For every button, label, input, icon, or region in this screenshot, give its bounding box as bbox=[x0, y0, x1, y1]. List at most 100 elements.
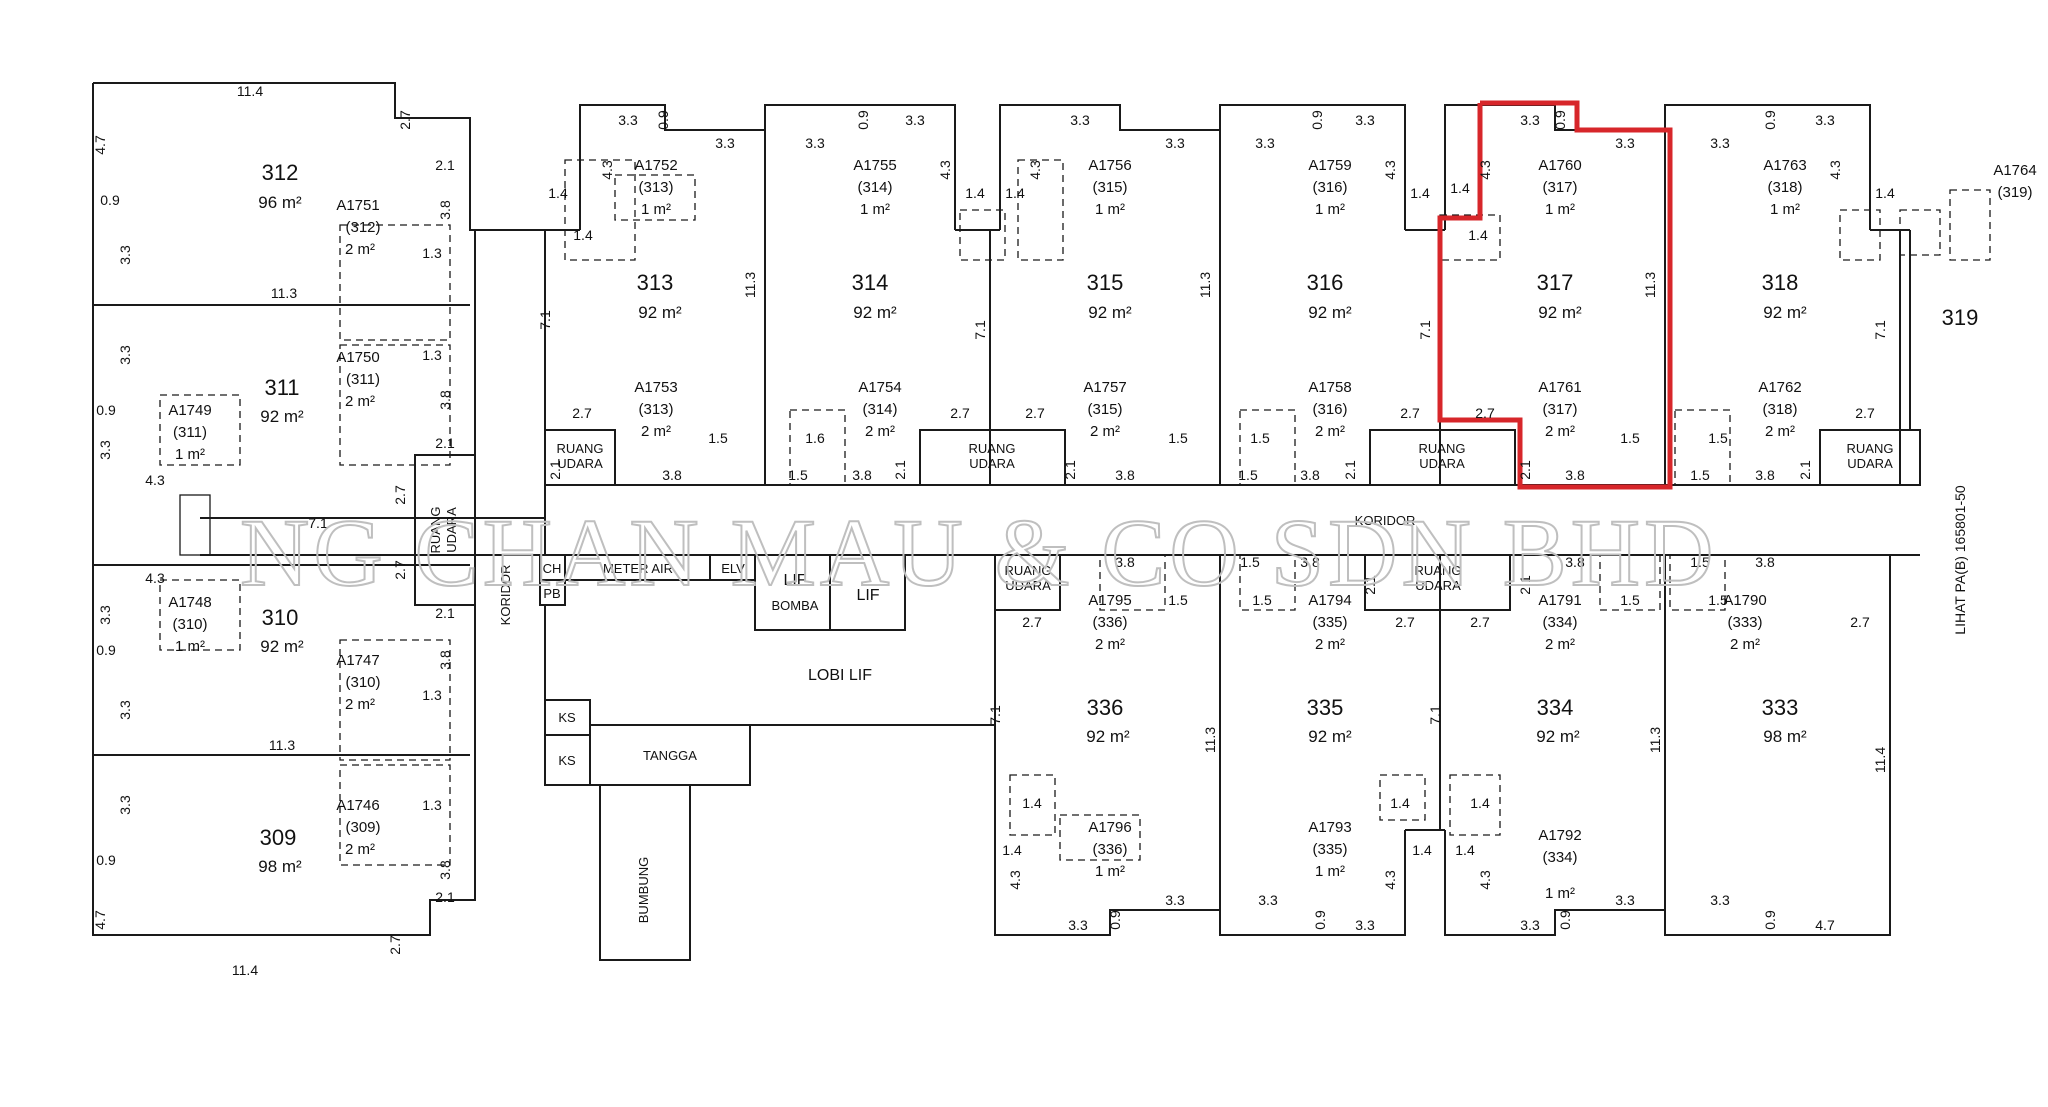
dimension-label: 3.3 bbox=[1615, 892, 1635, 908]
dimension-label: 3.3 bbox=[1710, 135, 1730, 151]
unit-313[interactable]: 313 92 m² A1752 (313) 1 m² A1753 (313) 2… bbox=[634, 157, 682, 440]
dimension-label: 4.3 bbox=[145, 472, 165, 488]
dimension-label: 1.4 bbox=[1410, 185, 1430, 201]
bomba-label: BOMBA bbox=[772, 598, 819, 613]
dimension-label: 4.3 bbox=[599, 160, 615, 180]
accessory2-number: A1754 bbox=[858, 379, 901, 396]
dimension-label: 7.1 bbox=[537, 310, 553, 330]
dimension-label: 3.8 bbox=[1755, 554, 1775, 570]
dimension-label: 0.9 bbox=[96, 402, 116, 418]
dimension-label: 2.7 bbox=[1022, 614, 1042, 630]
dimension-label: 3.8 bbox=[437, 650, 453, 670]
unit-number: 315 bbox=[1087, 270, 1124, 295]
dimension-label: 2.7 bbox=[1475, 405, 1495, 421]
dimension-label: 3.3 bbox=[618, 112, 638, 128]
accessory2-area: 1 m² bbox=[1315, 863, 1345, 880]
dimension-label: 4.3 bbox=[1027, 160, 1043, 180]
dimension-label: 3.8 bbox=[1115, 554, 1135, 570]
accessory-ref: (317) bbox=[1542, 179, 1577, 196]
lif-label: LIF bbox=[783, 572, 806, 589]
accessory-ref: (318) bbox=[1767, 179, 1802, 196]
dimension-label: RUANG bbox=[1847, 441, 1894, 456]
unit-334[interactable]: 334 92 m² A1791 (334) 2 m² A1792 (334) 1… bbox=[1536, 592, 1581, 902]
dimension-label: 0.9 bbox=[1557, 910, 1573, 930]
unit-number: 311 bbox=[264, 375, 299, 400]
dimension-label: 7.1 bbox=[1427, 705, 1443, 725]
accessory2-ref: (318) bbox=[1762, 401, 1797, 418]
dimension-label: 11.3 bbox=[271, 285, 297, 301]
dimension-label: 3.3 bbox=[715, 135, 735, 151]
accessory-number: A1760 bbox=[1538, 157, 1581, 174]
unit-315[interactable]: 315 92 m² A1756 (315) 1 m² A1757 (315) 2… bbox=[1083, 157, 1132, 440]
unit-309[interactable]: 309 98 m² A1746 (309) 2 m² bbox=[258, 797, 380, 876]
accessory-number: A1746 bbox=[336, 797, 379, 814]
accessory2-area: 2 m² bbox=[1545, 423, 1575, 440]
dimension-label: 3.8 bbox=[1565, 554, 1585, 570]
dimension-label: 1.3 bbox=[422, 245, 442, 261]
accessory2-number: A1762 bbox=[1758, 379, 1801, 396]
north-dimensions: 3.3 3.3 3.3 3.3 3.3 3.3 3.3 3.3 3.3 3.3 … bbox=[537, 110, 1895, 483]
dimension-label: 1.3 bbox=[422, 797, 442, 813]
dimension-label: 2.7 bbox=[1025, 405, 1045, 421]
accessory2-ref: (315) bbox=[1087, 401, 1122, 418]
unit-336[interactable]: 336 92 m² A1795 (336) 2 m² A1796 (336) 1… bbox=[1086, 592, 1131, 880]
watermark: NG CHAN MAU & CO SDN BHD bbox=[240, 499, 1717, 606]
dimension-label: 0.9 bbox=[1552, 110, 1568, 130]
dimension-label: 2.1 bbox=[547, 460, 563, 480]
unit-310[interactable]: 310 92 m² A1747 (310) 2 m² A1748 (310) 1… bbox=[168, 594, 380, 713]
accessory-ref: (335) bbox=[1312, 614, 1347, 631]
dimension-label: 1.5 bbox=[1238, 467, 1258, 483]
dimension-label: 3.3 bbox=[1520, 917, 1540, 933]
unit-319[interactable]: 319 A1764 (319) bbox=[1942, 162, 2037, 330]
unit-316[interactable]: 316 92 m² A1759 (316) 1 m² A1758 (316) 2… bbox=[1307, 157, 1352, 440]
unit-335[interactable]: 335 92 m² A1794 (335) 2 m² A1793 (335) 1… bbox=[1307, 592, 1352, 880]
accessory-area: 2 m² bbox=[1095, 636, 1125, 653]
dimension-label: 1.5 bbox=[1708, 592, 1728, 608]
dimension-label: 4.3 bbox=[1007, 870, 1023, 890]
accessory2-ref: (335) bbox=[1312, 841, 1347, 858]
dimension-label: 11.3 bbox=[1647, 727, 1663, 753]
accessory2-ref: (310) bbox=[172, 616, 207, 633]
accessory2-number: A1758 bbox=[1308, 379, 1351, 396]
accessory2-number: A1792 bbox=[1538, 827, 1581, 844]
dimension-label: 4.7 bbox=[92, 910, 108, 930]
west-wing bbox=[92, 82, 545, 936]
dimension-label: 11.3 bbox=[1202, 727, 1218, 753]
unit-317[interactable]: 317 92 m² A1760 (317) 1 m² A1761 (317) 2… bbox=[1537, 157, 1582, 440]
dimension-label: 1.5 bbox=[1250, 430, 1270, 446]
accessory-ref: (311) bbox=[346, 371, 380, 388]
dimension-label: 3.3 bbox=[117, 245, 133, 265]
ch-label: CH bbox=[543, 561, 562, 576]
unit-312[interactable]: 312 96 m² A1751 (312) 2 m² bbox=[258, 160, 380, 258]
unit-311[interactable]: 311 92 m² A1750 (311) 2 m² A1749 (311) 1… bbox=[168, 349, 380, 463]
accessory-area: 2 m² bbox=[1315, 636, 1345, 653]
dimension-label: 11.3 bbox=[1197, 272, 1213, 298]
dimension-label: 11.3 bbox=[742, 272, 758, 298]
dimension-label: 3.3 bbox=[1070, 112, 1090, 128]
unit-number: 316 bbox=[1307, 270, 1344, 295]
accessory2-area: 1 m² bbox=[175, 638, 205, 655]
dimension-label: 0.9 bbox=[1312, 910, 1328, 930]
dimension-label: 4.3 bbox=[1382, 160, 1398, 180]
dimension-label: 3.3 bbox=[117, 345, 133, 365]
dimension-label: 2.7 bbox=[1850, 614, 1870, 630]
unit-number: 335 bbox=[1307, 695, 1344, 720]
accessory-area: 2 m² bbox=[345, 393, 375, 410]
unit-314[interactable]: 314 92 m² A1755 (314) 1 m² A1754 (314) 2… bbox=[852, 157, 902, 440]
accessory-number: A1794 bbox=[1308, 592, 1351, 609]
unit-number: 317 bbox=[1537, 270, 1574, 295]
dimension-label: 2.7 bbox=[392, 485, 408, 505]
unit-area: 98 m² bbox=[1763, 727, 1807, 746]
accessory-number: A1756 bbox=[1088, 157, 1131, 174]
unit-333[interactable]: 333 98 m² A1790 (333) 2 m² bbox=[1723, 592, 1807, 746]
accessory-ref: (333) bbox=[1727, 614, 1762, 631]
dimension-label: 2.1 bbox=[1517, 460, 1533, 480]
dimension-label: UDARA bbox=[1005, 578, 1051, 593]
accessory-area: 1 m² bbox=[1545, 201, 1575, 218]
accessory-area: 1 m² bbox=[641, 201, 671, 218]
dimension-label: 3.8 bbox=[437, 200, 453, 220]
dimension-label: 1.5 bbox=[788, 467, 808, 483]
dimension-label: 1.3 bbox=[422, 687, 442, 703]
dimension-label: 4.3 bbox=[1477, 870, 1493, 890]
unit-318[interactable]: 318 92 m² A1763 (318) 1 m² A1762 (318) 2… bbox=[1758, 157, 1807, 440]
